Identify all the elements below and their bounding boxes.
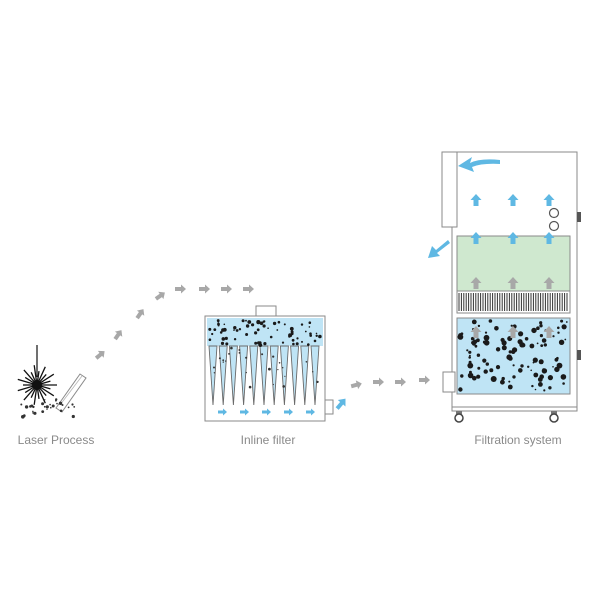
flow-arrow-icon xyxy=(543,194,555,206)
caster-wheel-icon xyxy=(454,411,559,423)
flow-arrows xyxy=(94,284,430,410)
inline-filter-clean-air-arrows xyxy=(218,408,315,416)
label-filtration-system: Filtration system xyxy=(474,433,562,447)
exhaust-top-arrow xyxy=(458,157,500,172)
flow-arrow-icon xyxy=(175,284,186,294)
inline-filter-cartridges xyxy=(208,345,320,406)
flow-arrow-icon xyxy=(243,284,254,294)
exhaust-side-arrow xyxy=(428,240,450,258)
inline-filter-particles xyxy=(208,319,322,389)
inline-filter-water xyxy=(207,318,323,346)
laser-burst-icon xyxy=(17,345,57,405)
flow-arrow-icon xyxy=(135,309,145,320)
flow-arrow-icon xyxy=(154,291,165,301)
flow-arrow-icon xyxy=(306,408,315,416)
flow-arrow-icon xyxy=(543,232,555,244)
flow-arrow-icon xyxy=(543,326,555,338)
flow-arrow-icon xyxy=(470,326,482,338)
flow-arrow-icon xyxy=(240,408,249,416)
flow-arrow-icon xyxy=(218,408,227,416)
laser-nozzle-icon xyxy=(55,373,87,413)
filtration-handle xyxy=(577,212,581,222)
flow-arrow-icon xyxy=(507,277,519,289)
flow-arrow-icon xyxy=(507,326,519,338)
flow-arrow-icon xyxy=(199,284,210,294)
flow-arrow-icon xyxy=(262,408,271,416)
inline-filter-outlet xyxy=(324,399,334,415)
flow-arrow-icon xyxy=(113,330,123,341)
label-laser-process: Laser Process xyxy=(17,433,95,447)
flow-arrow-icon xyxy=(94,350,105,360)
inline-filter-unit xyxy=(204,305,334,422)
flow-arrow-icon xyxy=(350,380,362,390)
flow-arrow-icon xyxy=(395,377,406,387)
filtration-handle-lower xyxy=(577,350,581,360)
laser-process-graphic xyxy=(17,345,87,419)
flow-arrow-icon xyxy=(335,398,346,410)
flow-arrow-icon xyxy=(470,194,482,206)
filtration-air-arrows xyxy=(470,194,555,338)
flow-arrow-icon xyxy=(543,277,555,289)
flow-arrow-icon xyxy=(373,377,384,387)
filtration-inlet xyxy=(442,371,456,393)
flow-arrow-icon xyxy=(470,277,482,289)
flow-arrow-icon xyxy=(284,408,293,416)
filtration-base xyxy=(451,406,578,412)
filtration-hood xyxy=(441,151,458,228)
label-inline-filter: Inline filter xyxy=(240,433,296,447)
gauge-icon xyxy=(548,207,560,232)
flow-arrow-icon xyxy=(419,375,430,385)
filtration-system-unit xyxy=(428,151,581,423)
flow-arrow-icon xyxy=(507,232,519,244)
laser-debris xyxy=(20,398,76,419)
flow-arrow-icon xyxy=(507,194,519,206)
filtration-pleated-filter xyxy=(456,290,571,314)
flow-arrow-icon xyxy=(470,232,482,244)
inline-filter-top-port xyxy=(255,305,277,317)
flow-arrow-icon xyxy=(221,284,232,294)
